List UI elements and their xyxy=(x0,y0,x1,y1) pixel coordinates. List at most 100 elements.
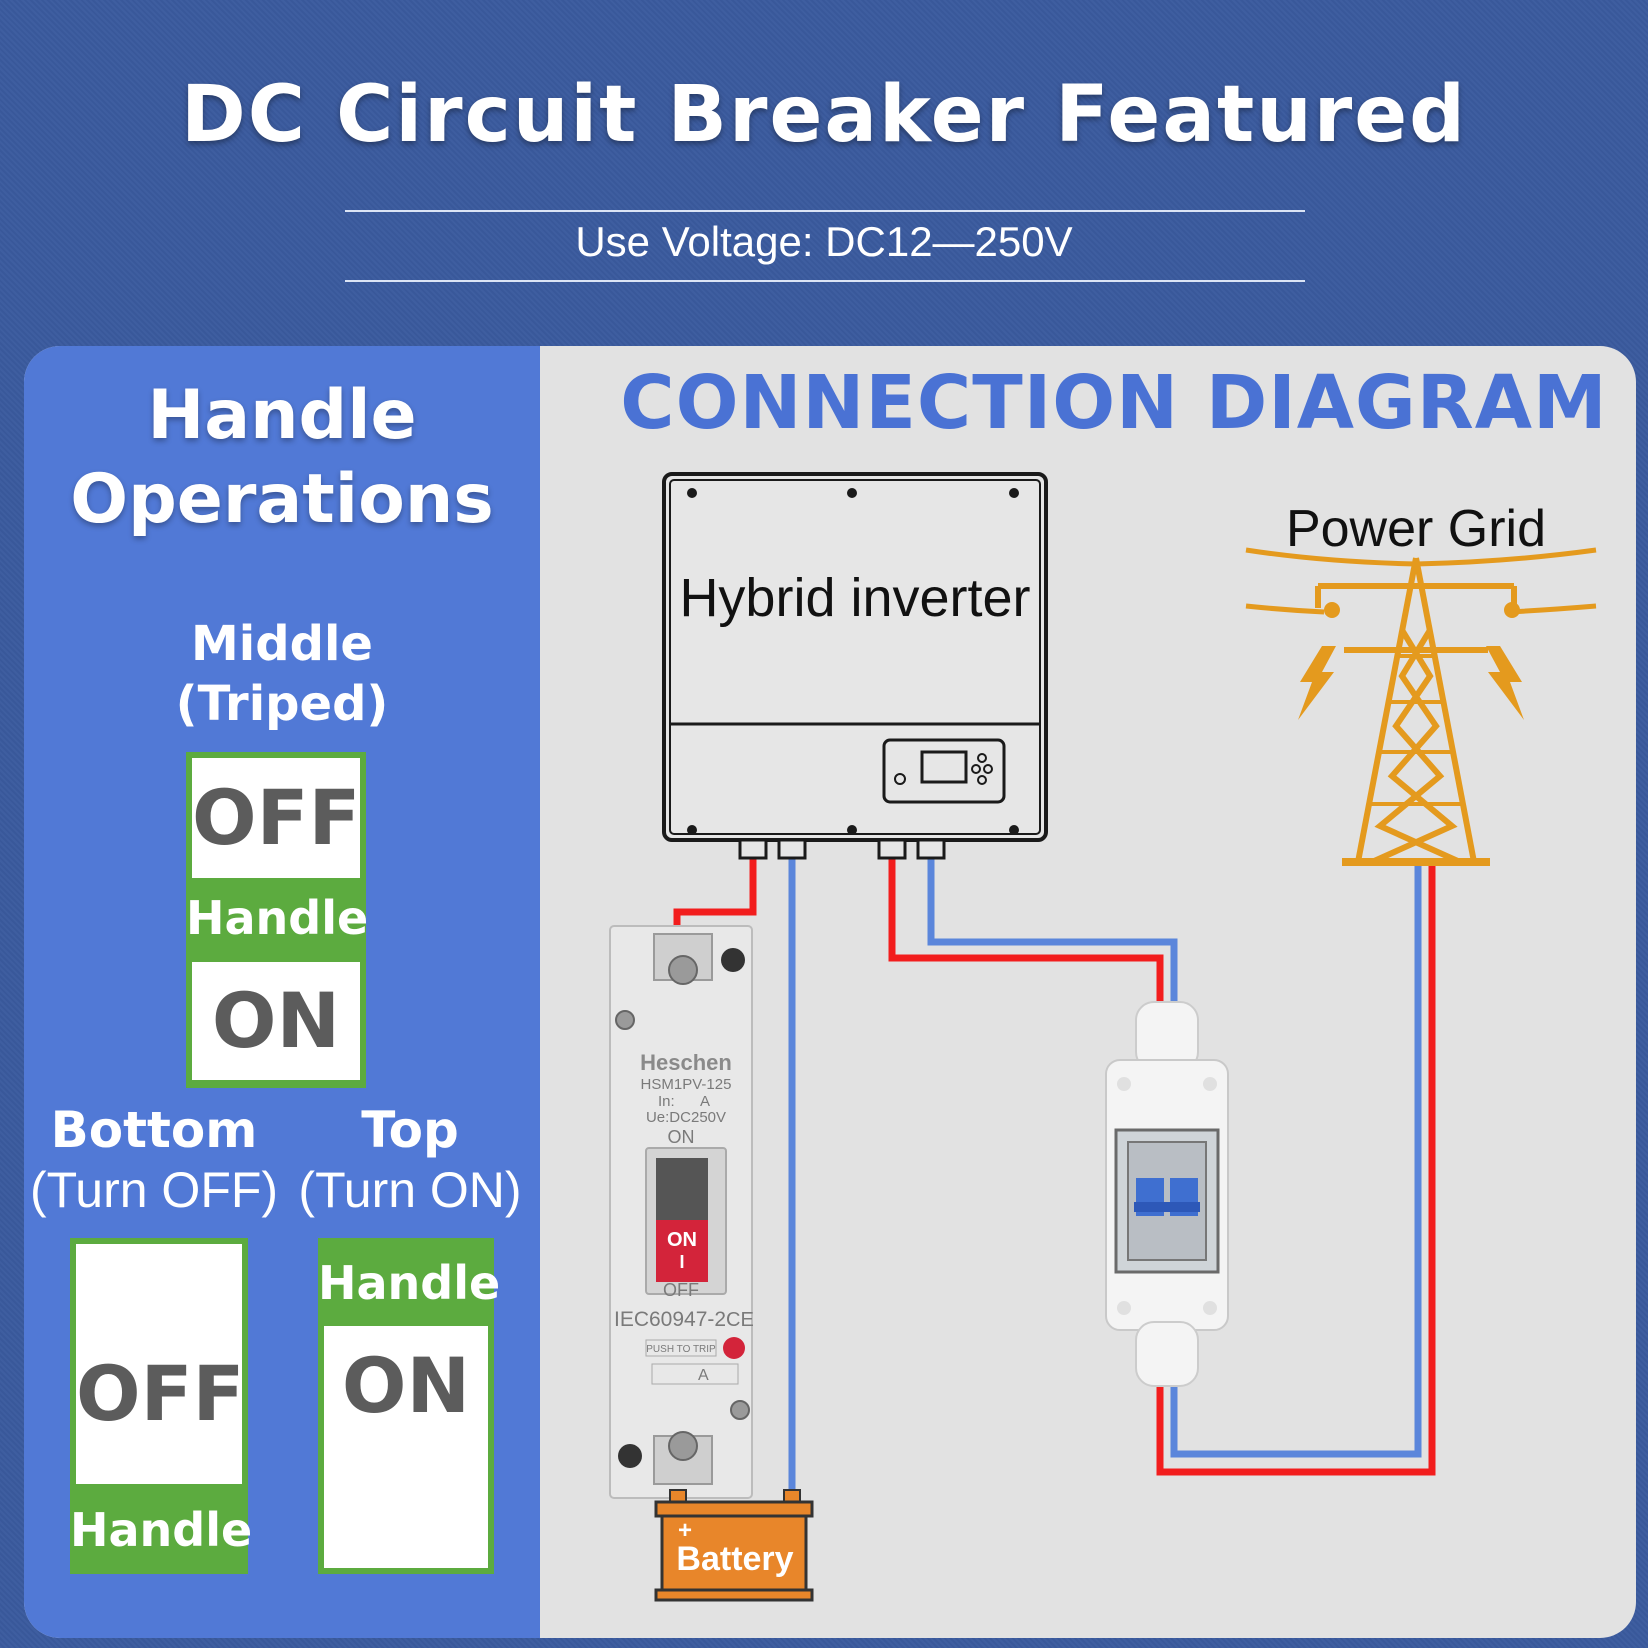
title-divider-top xyxy=(345,210,1305,212)
battery-top xyxy=(654,1500,814,1518)
middle-off-zone: OFF xyxy=(192,758,360,878)
inverter-display-button xyxy=(894,773,906,785)
ac-isolator-box xyxy=(1105,1001,1229,1387)
breaker-terminal-screw xyxy=(668,955,698,985)
bottom-switch: OFF Handle xyxy=(70,1238,253,1574)
voltage-subtitle: Use Voltage: DC12—250V xyxy=(575,218,1073,265)
cable-gland xyxy=(738,838,768,860)
breaker-mount-hole xyxy=(721,948,745,972)
bottom-off-zone: OFF xyxy=(76,1244,245,1484)
breaker-terminal-screw xyxy=(668,1431,698,1461)
bottom-label-line1: Bottom xyxy=(50,1101,258,1159)
inverter-display-button xyxy=(977,775,987,785)
wire-inverter-ac-line xyxy=(888,846,1164,1006)
tower-wire-mid-left xyxy=(1245,603,1325,615)
insulator xyxy=(1504,602,1520,618)
breaker-brand: Heschen xyxy=(640,1050,732,1075)
tower-leg-right xyxy=(1413,557,1477,863)
inverter-screw xyxy=(687,825,697,835)
middle-switch: OFF Handle ON xyxy=(186,752,369,1088)
middle-handle-text: Handle xyxy=(186,891,369,945)
isolator-screw xyxy=(1203,1077,1217,1091)
middle-on-text: ON xyxy=(211,976,341,1065)
top-on-text: ON xyxy=(341,1341,471,1430)
inverter-screw xyxy=(1009,488,1019,498)
inverter-screw xyxy=(687,488,697,498)
breaker-handle-grip xyxy=(656,1158,708,1220)
breaker-screw xyxy=(615,1010,635,1030)
breaker-push-to-trip-label xyxy=(645,1339,717,1357)
inverter-screw xyxy=(847,488,857,498)
breaker-off-marking: OFF xyxy=(663,1280,699,1300)
cable-gland xyxy=(777,838,807,860)
top-on-zone: ON xyxy=(324,1326,488,1568)
breaker-mount-hole xyxy=(618,1444,642,1468)
isolator-screw xyxy=(1117,1301,1131,1315)
breaker-in-unit: A xyxy=(700,1093,710,1110)
inverter-display-screen xyxy=(920,750,968,784)
bottom-label: Bottom (Turn OFF) xyxy=(24,1100,284,1220)
breaker-push-to-trip: PUSH TO TRIP xyxy=(646,1344,716,1355)
inverter-label: Hybrid inverter xyxy=(679,568,1030,628)
middle-label-line2: (Triped) xyxy=(175,676,389,732)
wire-grid-line xyxy=(1156,866,1436,1476)
breaker-model: HSM1PV-125 xyxy=(641,1076,732,1093)
inverter-display-button xyxy=(977,753,987,763)
inverter-display-panel xyxy=(882,738,1006,804)
battery-plus-sign: + xyxy=(678,1517,692,1544)
breaker-on-marking: ON xyxy=(668,1127,695,1147)
middle-label: Middle (Triped) xyxy=(24,614,540,734)
connection-diagram-title: CONNECTION DIAGRAM xyxy=(620,360,1608,446)
breaker-ce-mark: CE xyxy=(726,1309,754,1331)
inverter-screw xyxy=(1009,825,1019,835)
isolator-screw xyxy=(1117,1077,1131,1091)
breaker-rating-unit: A xyxy=(698,1367,709,1384)
bottom-handle-text: Handle xyxy=(70,1503,253,1557)
cable-gland xyxy=(916,838,946,860)
isolator-bottom-gland xyxy=(1135,1321,1199,1387)
wire-inverter-ac-neutral xyxy=(927,846,1178,1006)
middle-on-zone: ON xyxy=(192,962,360,1080)
breaker-handle-toggle[interactable] xyxy=(656,1220,708,1282)
inverter-screw xyxy=(847,825,857,835)
lightning-bolt-right-icon xyxy=(1486,646,1524,720)
handle-operations-title: Handle Operations xyxy=(24,374,540,542)
content-panel: Handle Operations Middle (Triped) OFF Ha… xyxy=(24,346,1636,1638)
title-divider-bottom xyxy=(345,280,1305,282)
top-switch: Handle ON xyxy=(318,1238,500,1574)
breaker-toggle-i: I xyxy=(679,1252,684,1272)
battery-body xyxy=(660,1514,808,1592)
power-grid-label: Power Grid xyxy=(1286,500,1546,558)
cable-gland xyxy=(877,838,907,860)
lightning-bolt-left-icon xyxy=(1298,646,1336,720)
battery: + Battery xyxy=(654,1489,814,1602)
bottom-off-text: OFF xyxy=(76,1349,245,1438)
breaker-screw xyxy=(730,1400,750,1420)
top-label-line1: Top xyxy=(361,1101,459,1159)
wire-grid-neutral xyxy=(1170,866,1422,1458)
dc-circuit-breaker: Heschen HSM1PV-125 In: A Ue:DC250V ON ON… xyxy=(609,925,754,1499)
handle-operations-panel: Handle Operations Middle (Triped) OFF Ha… xyxy=(24,346,540,1638)
wires xyxy=(673,846,1436,1494)
breaker-in-label: In: xyxy=(658,1093,675,1110)
breaker-toggle-on: ON xyxy=(667,1229,697,1251)
tower-wire-mid-right xyxy=(1507,603,1597,615)
handle-operations-title-line2: Operations xyxy=(70,460,494,539)
top-label-line2: (Turn ON) xyxy=(298,1162,522,1218)
inverter-body xyxy=(662,472,1048,842)
top-label: Top (Turn ON) xyxy=(280,1100,540,1220)
middle-off-text: OFF xyxy=(192,773,361,862)
bottom-label-line2: (Turn OFF) xyxy=(29,1162,279,1218)
battery-terminal-negative xyxy=(783,1489,801,1503)
page-title: DC Circuit Breaker Featured xyxy=(181,70,1467,160)
inverter-display-button xyxy=(971,764,981,774)
breaker-ue: Ue:DC250V xyxy=(646,1109,726,1126)
handle-operations-title-line1: Handle xyxy=(147,376,417,455)
battery-label: Battery xyxy=(676,1540,793,1578)
battery-terminal-positive xyxy=(669,1489,687,1503)
wire-breaker-positive xyxy=(673,846,757,938)
tower-leg-left xyxy=(1355,557,1419,863)
connection-diagram: Hybrid inverter Power Grid xyxy=(609,472,1597,1602)
push-to-trip-button[interactable] xyxy=(723,1337,745,1359)
middle-label-line1: Middle xyxy=(191,616,373,672)
